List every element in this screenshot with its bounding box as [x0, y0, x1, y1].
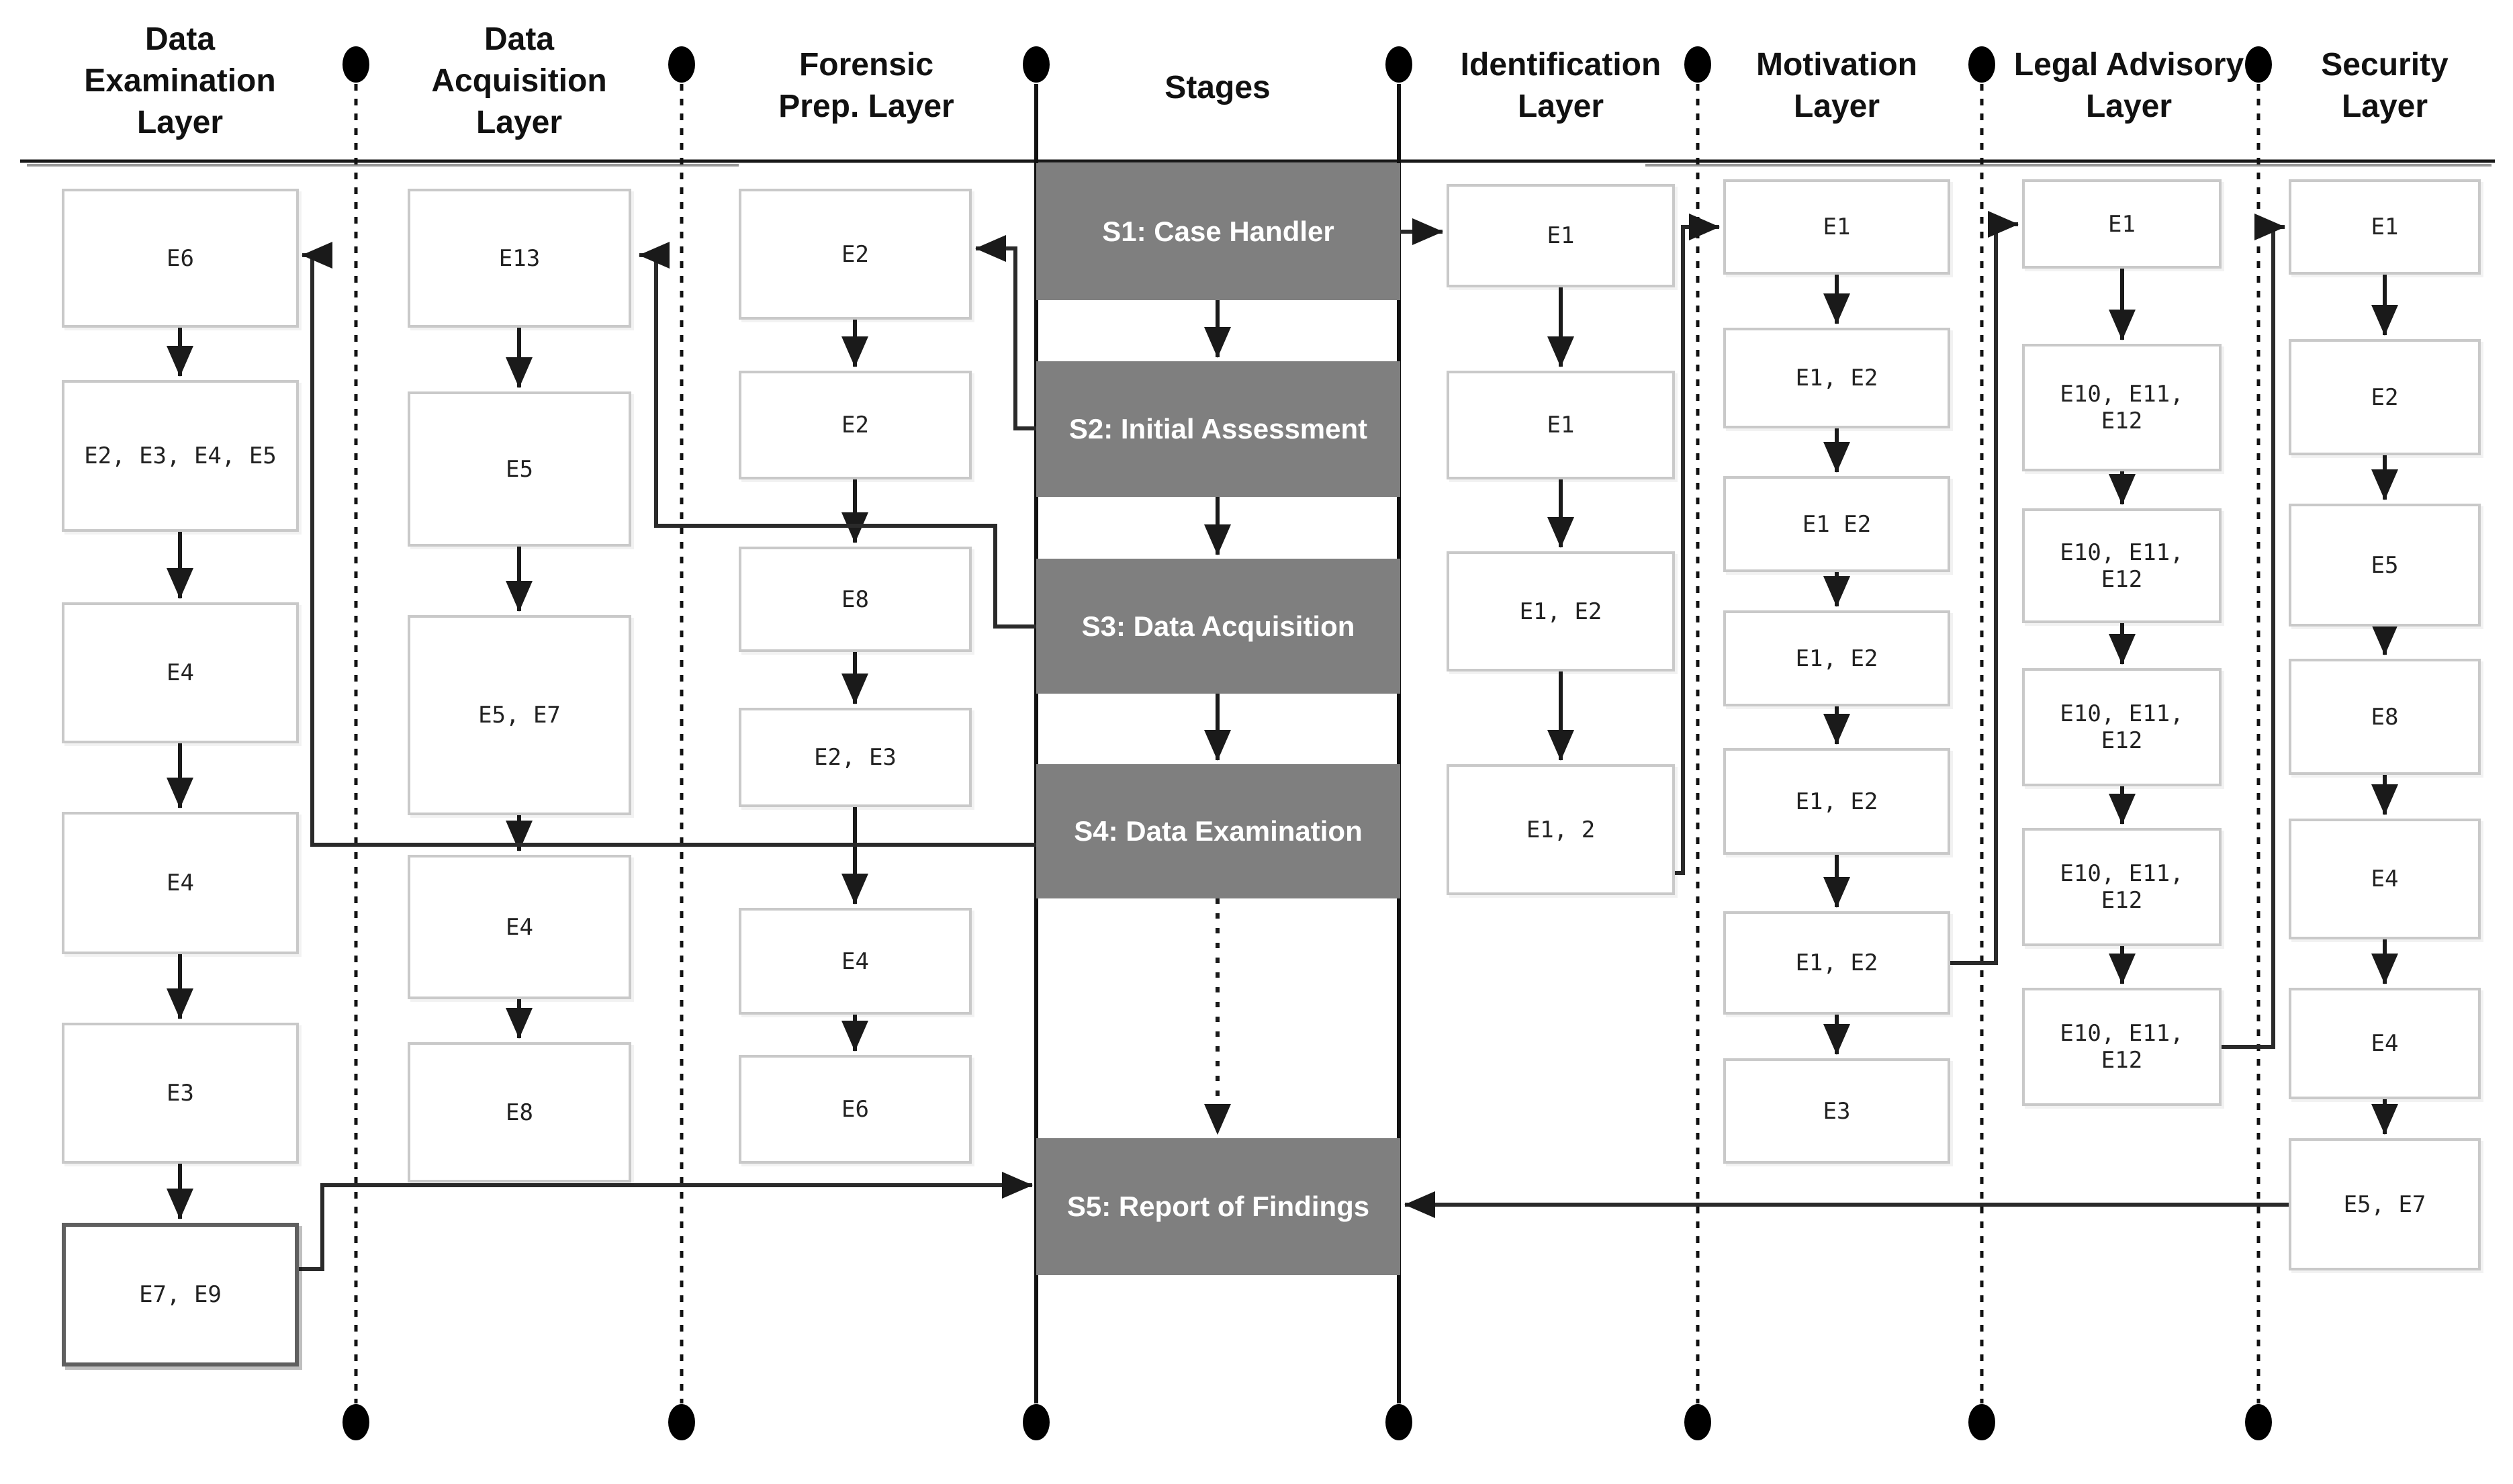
connector-s3-to-acquisition-e13 — [639, 242, 1036, 629]
endpoint-dot — [668, 1404, 695, 1440]
endpoint-dot — [1968, 1404, 1995, 1440]
cross-connectors — [299, 211, 2289, 1271]
flow-box: E5 — [408, 391, 631, 547]
endpoint-dot — [1684, 46, 1711, 83]
flow-box: E10, E11, E12 — [2022, 668, 2222, 786]
flow-box: E1 E2 — [1723, 476, 1950, 572]
flow-box: E4 — [408, 855, 631, 999]
flow-box: E1, E2 — [1723, 610, 1950, 706]
connector-motivation-to-legal-e1 — [1950, 211, 2019, 965]
flow-box: E2 — [739, 189, 972, 320]
flow-box: E1 — [1447, 184, 1675, 287]
stage-s3: S3: Data Acquisition — [1036, 559, 1400, 694]
flow-box: E4 — [739, 908, 972, 1015]
lane-title-motivation: Motivation Layer — [1756, 47, 1917, 124]
connector-examination-to-s5 — [299, 1172, 1033, 1271]
stage-s1: S1: Case Handler — [1036, 163, 1400, 300]
stage-s5: S5: Report of Findings — [1036, 1138, 1400, 1275]
lane-title-security: Security Layer — [2321, 47, 2449, 124]
lane-title-identification: Identification Layer — [1460, 47, 1661, 124]
flow-box: E2 — [739, 371, 972, 479]
endpoint-dot — [342, 1404, 369, 1440]
flow-box: E10, E11, E12 — [2022, 988, 2222, 1106]
connector-s4-to-examination-e6 — [302, 242, 1036, 847]
flow-box: E8 — [408, 1042, 631, 1182]
flow-box: E1 — [1447, 371, 1675, 479]
endpoint-dot — [2245, 46, 2272, 83]
flow-box: E6 — [739, 1055, 972, 1164]
connector-legal-to-security-e1 — [2222, 214, 2285, 1049]
flow-box: E5, E7 — [408, 615, 631, 815]
flow-box: E2, E3 — [739, 708, 972, 807]
flow-box: E1, 2 — [1447, 764, 1675, 895]
flow-box: E1, E2 — [1447, 551, 1675, 671]
flow-box: E1, E2 — [1723, 911, 1950, 1015]
endpoint-dot — [668, 46, 695, 83]
flow-box: E3 — [1723, 1058, 1950, 1164]
flow-box: E1, E2 — [1723, 748, 1950, 855]
flow-box: E8 — [739, 547, 972, 652]
lane-title-data-examination: Data Examination Layer — [84, 21, 276, 140]
endpoint-dot — [342, 46, 369, 83]
stage-s4: S4: Data Examination — [1036, 764, 1400, 898]
flow-box: E2, E3, E4, E5 — [62, 380, 299, 532]
flow-box: E8 — [2289, 659, 2481, 775]
flow-box: E1 — [2022, 179, 2222, 269]
endpoint-dot — [1385, 46, 1412, 83]
connector-identification-to-motivation-e1 — [1675, 214, 1720, 875]
flow-box: E4 — [62, 602, 299, 743]
flow-box: E5, E7 — [2289, 1138, 2481, 1270]
endpoint-dot — [1385, 1404, 1412, 1440]
flow-box: E1, E2 — [1723, 328, 1950, 428]
endpoint-dot — [1968, 46, 1995, 83]
flow-box: E5 — [2289, 504, 2481, 627]
endpoint-dot — [1023, 1404, 1050, 1440]
flow-box: E4 — [2289, 988, 2481, 1099]
flow-box: E7, E9 — [62, 1223, 299, 1366]
lane-title-forensic-prep: Forensic Prep. Layer — [778, 47, 954, 124]
endpoint-dot — [1684, 1404, 1711, 1440]
flow-box: E10, E11, E12 — [2022, 508, 2222, 623]
endpoint-dots — [342, 46, 2272, 1440]
stages-title: Stages — [1164, 70, 1271, 105]
flow-box: E4 — [2289, 819, 2481, 939]
flow-box: E6 — [62, 189, 299, 328]
stage-s2: S2: Initial Assessment — [1036, 361, 1400, 497]
endpoint-dot — [1023, 46, 1050, 83]
connector-s2-to-forensic-e2 — [975, 235, 1036, 430]
endpoint-dot — [2245, 1404, 2272, 1440]
flow-box: E4 — [62, 812, 299, 954]
flow-box: E3 — [62, 1023, 299, 1164]
flow-box: E1 — [2289, 179, 2481, 275]
flow-box: E10, E11, E12 — [2022, 344, 2222, 471]
flow-box: E10, E11, E12 — [2022, 828, 2222, 946]
flow-box: E2 — [2289, 339, 2481, 455]
lane-title-data-acquisition: Data Acquisition Layer — [431, 21, 607, 140]
lane-title-legal-advisory: Legal Advisory Layer — [2013, 47, 2244, 124]
flow-box: E13 — [408, 189, 631, 328]
flow-box: E1 — [1723, 179, 1950, 275]
